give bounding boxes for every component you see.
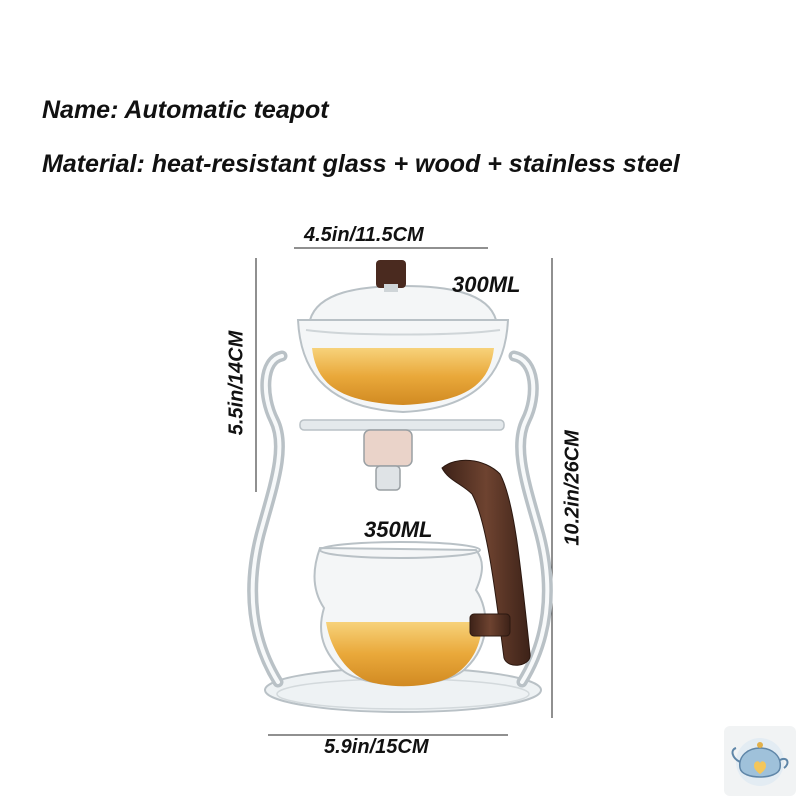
base-width-label: 5.9in/15CM: [324, 736, 429, 758]
handle-peg: [469, 613, 511, 637]
product-material: Material: heat-resistant glass + wood + …: [42, 150, 680, 178]
wooden-handle: [441, 459, 531, 666]
lid-knob: [376, 260, 406, 288]
lower-capacity-label: 350ML: [364, 517, 433, 542]
upper-cup-tea: [312, 348, 494, 405]
glass-crossbar: [299, 419, 505, 431]
magnetic-valve: [363, 429, 413, 467]
upper-capacity-label: 300ML: [452, 272, 521, 297]
pitcher-tea: [326, 622, 482, 687]
top-width-label: 4.5in/11.5CM: [304, 224, 424, 246]
total-height-label: 10.2in/26CM: [561, 430, 584, 546]
product-name: Name: Automatic teapot: [42, 96, 329, 124]
teapot-logo-icon: [724, 726, 796, 796]
upper-height-label: 5.5in/14CM: [225, 330, 248, 436]
